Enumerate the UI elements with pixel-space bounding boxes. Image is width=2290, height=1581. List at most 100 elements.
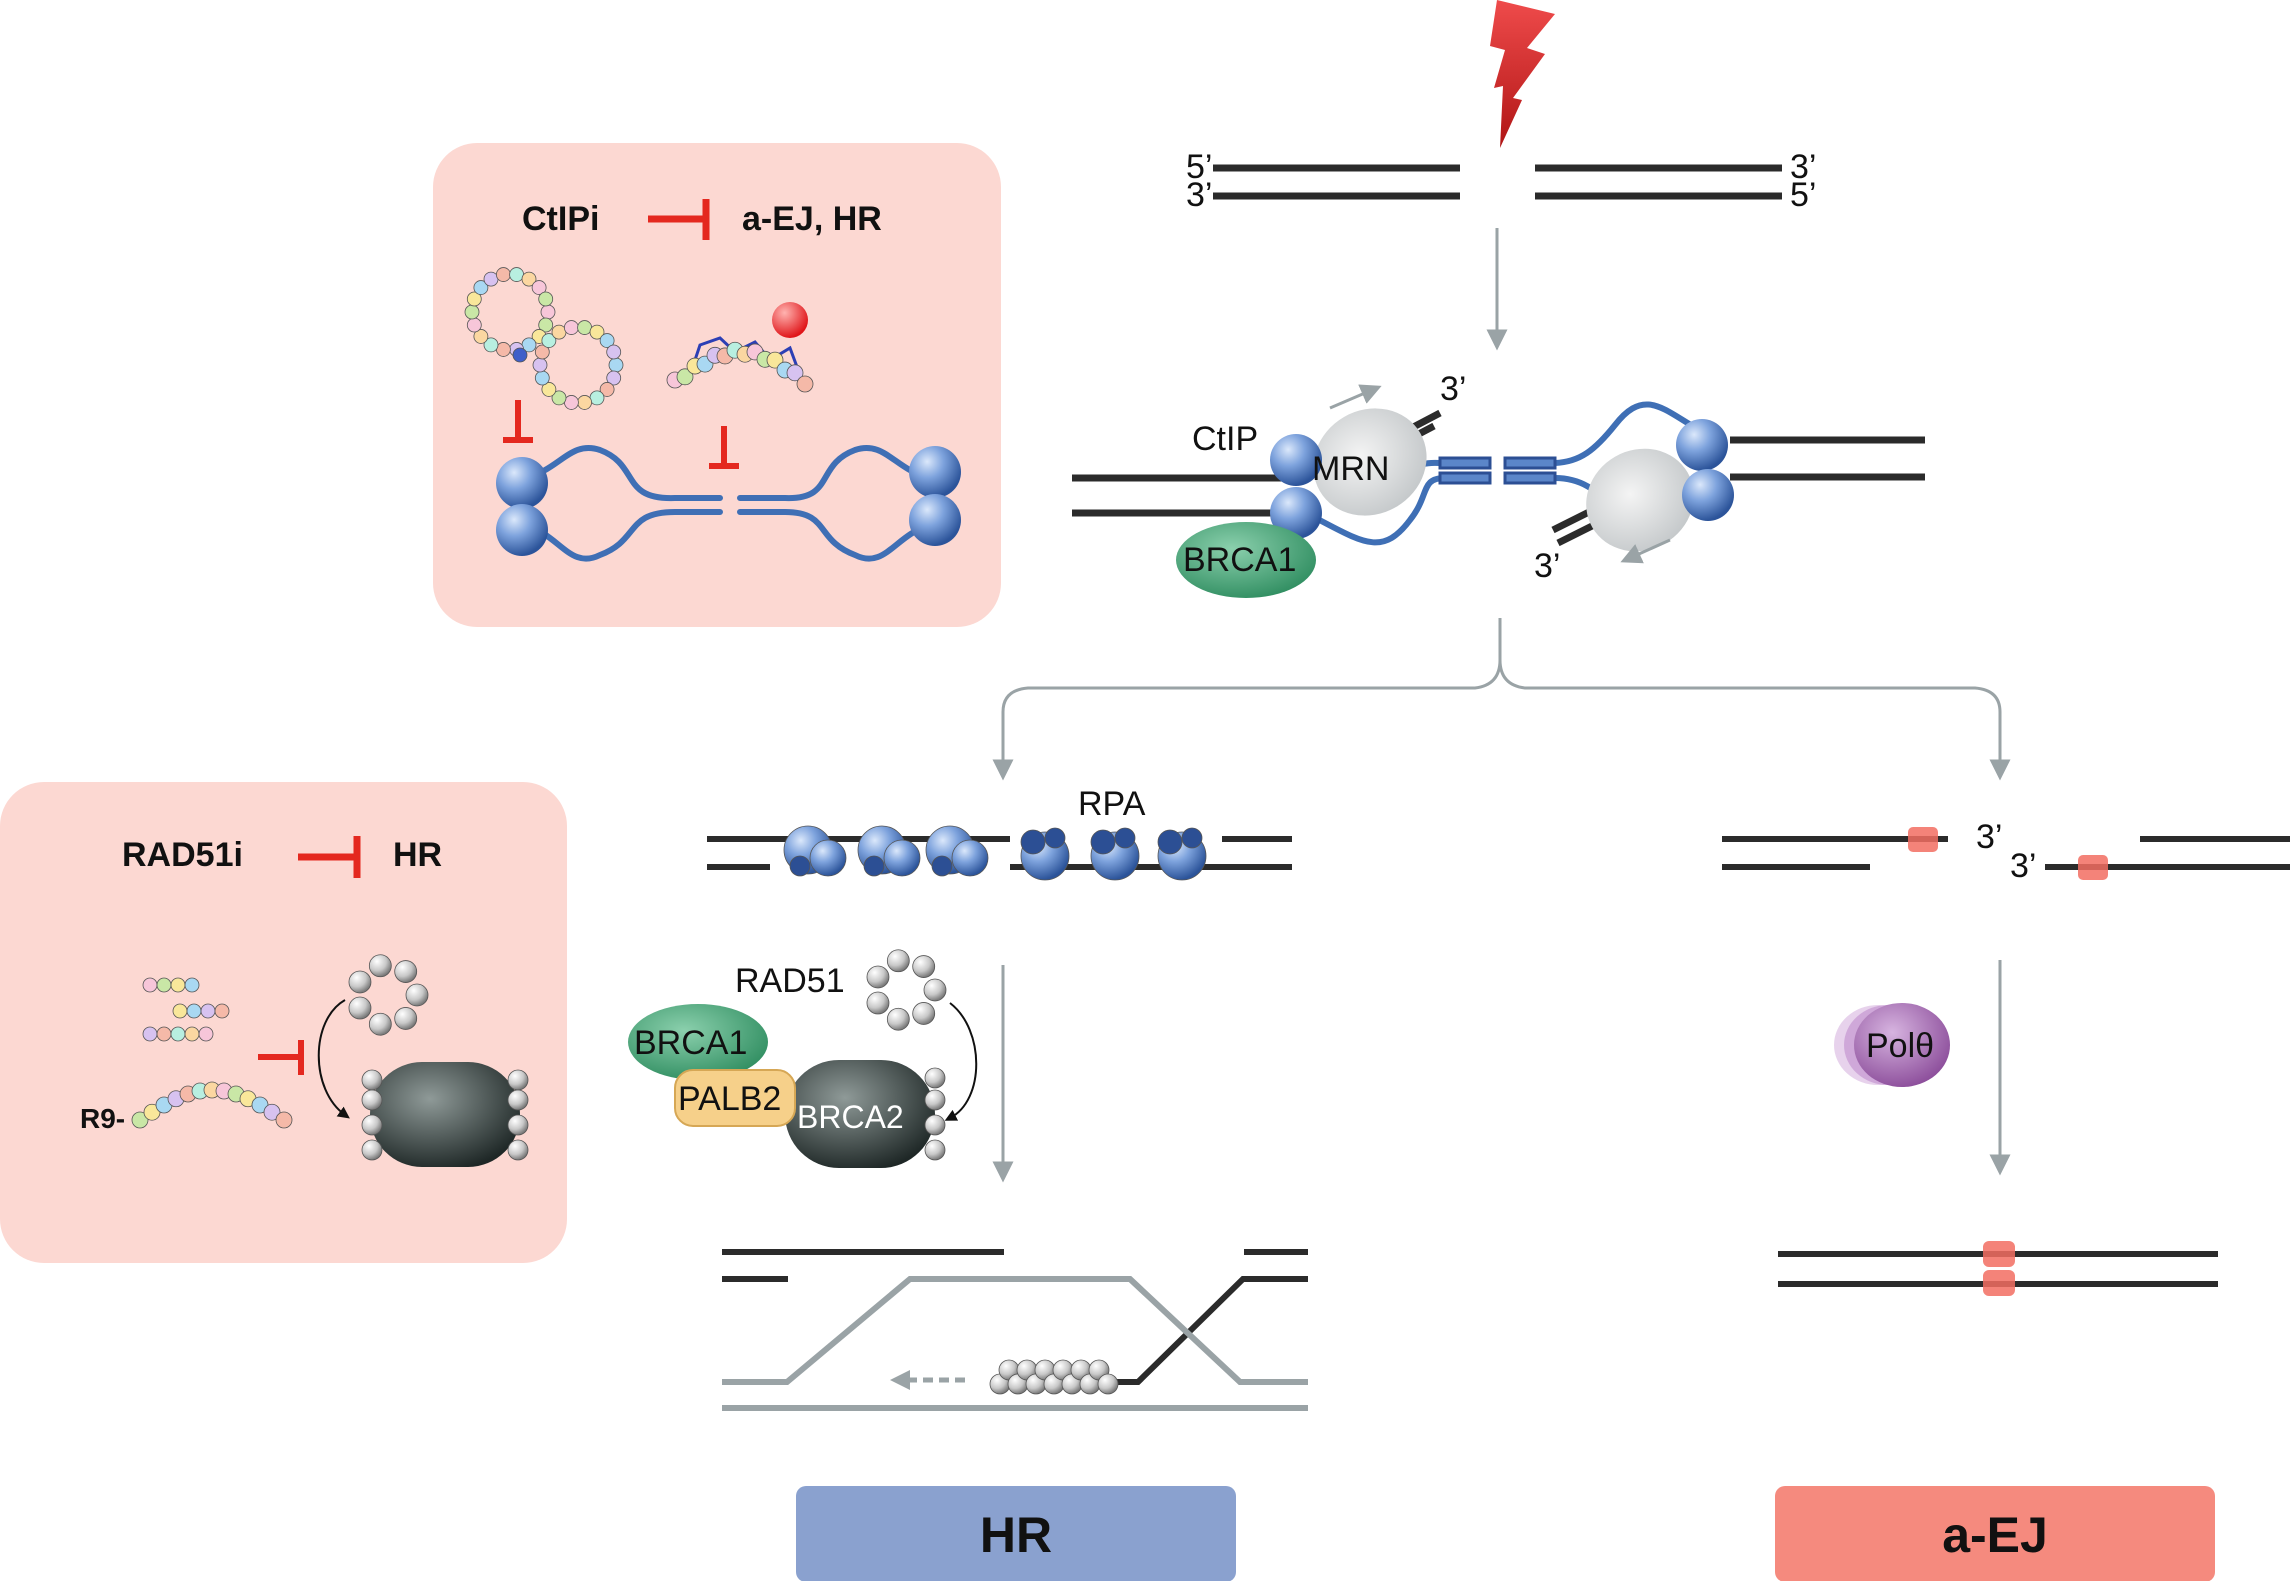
rad51-bead-icon: [361, 1069, 383, 1091]
bead-icon: [156, 1026, 172, 1042]
bead-icon: [275, 1111, 293, 1129]
nucleosome-icon: [1682, 469, 1734, 521]
bead-icon: [394, 960, 418, 983]
bead-icon: [577, 395, 592, 410]
rpa-protein-icon: [1044, 827, 1066, 849]
end-label-top-left: 5’: [1186, 148, 1212, 186]
resection-complex: [1072, 384, 1925, 598]
nucleosome-icon: [1270, 487, 1322, 539]
rad51-bead-icon: [924, 1114, 946, 1136]
bead-icon: [521, 271, 537, 287]
bead-icon: [405, 983, 429, 1007]
bead-icon: [786, 364, 804, 382]
aej-outcome-label: a-EJ: [1942, 1507, 2048, 1563]
bead-icon: [394, 1007, 418, 1030]
bead-icon: [541, 333, 557, 348]
rad51i-target-label: HR: [393, 836, 442, 874]
hr-outcome-label: HR: [980, 1507, 1052, 1563]
bead-icon: [496, 267, 511, 282]
end-label-bottom-left: 3’: [1186, 176, 1212, 214]
rpa-protein-icon: [883, 839, 921, 877]
bead-icon: [466, 317, 482, 333]
bead-icon: [142, 977, 158, 993]
nucleosome-icon: [496, 457, 548, 509]
bead-icon: [866, 965, 890, 989]
rad51i-label: RAD51i: [122, 836, 243, 874]
bead-icon: [368, 954, 392, 978]
hr-rpa-step: [707, 825, 1292, 881]
broken-dna: [1213, 164, 1782, 200]
inhibition-symbol: [648, 199, 710, 240]
bead-icon: [608, 357, 624, 373]
brca1-label: BRCA1: [1183, 541, 1296, 579]
ctipi-label: CtIPi: [522, 200, 599, 238]
bead-icon: [172, 1003, 188, 1019]
rpa-protein-icon: [1090, 829, 1116, 855]
bead-icon: [348, 996, 372, 1020]
rad51i-panel-background: [0, 782, 567, 1263]
bead-icon: [368, 1012, 392, 1036]
bead-icon: [156, 977, 172, 993]
palb2-protein-icon: [674, 1069, 796, 1127]
bead-icon: [540, 304, 556, 320]
aej-end-label-top: 3’: [1976, 818, 2002, 856]
nucleosome-icon: [496, 504, 548, 556]
bead-icon: [186, 1003, 202, 1019]
rad51-bead-icon: [361, 1114, 383, 1136]
bead-icon: [577, 320, 592, 335]
rad51-bead-icon: [507, 1069, 529, 1091]
stapled-peptide-inhibitor-icon: [666, 336, 814, 393]
bead-icon: [589, 390, 605, 406]
rad51-bead-icon: [1097, 1373, 1119, 1395]
bead-icon: [564, 320, 579, 335]
bead-icon: [606, 344, 622, 360]
brca2-protein-icon: [370, 1062, 520, 1167]
aej-outcome-box: [1775, 1486, 2215, 1581]
bead-icon: [866, 991, 890, 1015]
rad51-ring-icon: [348, 954, 429, 1036]
rad51-bead-icon: [507, 1139, 529, 1161]
bead-icon: [496, 342, 511, 357]
bead-icon: [509, 267, 524, 282]
bead-icon: [263, 1103, 281, 1121]
lightning-bolt-icon: [1490, 0, 1555, 148]
bead-icon: [534, 370, 550, 386]
rpa-protein-icon: [1114, 827, 1136, 849]
microhomology-icon: [1908, 827, 1938, 852]
bead-icon: [184, 977, 200, 993]
brca2-protein-icon: [785, 1060, 935, 1168]
rad51-bead-icon: [361, 1089, 383, 1111]
rad51-label: RAD51: [735, 962, 845, 1000]
bead-icon: [348, 970, 372, 994]
rad51-bead-icon: [924, 1089, 946, 1111]
bead-icon: [473, 329, 489, 344]
bead-icon: [483, 271, 499, 287]
inhibition-symbol: [503, 400, 739, 469]
bead-icon: [766, 351, 784, 369]
palb2-label: PALB2: [678, 1080, 781, 1118]
overhang-label-bottom: 3’: [1534, 547, 1560, 585]
rpa-protein-icon: [809, 839, 847, 877]
bead-icon: [473, 280, 489, 295]
ctipi-panel: CtIPi a-EJ, HR: [433, 143, 1001, 627]
bead-icon: [184, 1026, 200, 1042]
mrn-label: MRN: [1312, 450, 1389, 488]
bead-icon: [170, 977, 186, 993]
macrocycle-inhibitor-icon: [464, 267, 624, 410]
bead-icon: [534, 344, 550, 360]
bead-icon: [551, 390, 567, 406]
bead-icon: [512, 347, 528, 363]
rpa-protein-icon: [863, 855, 885, 877]
nucleosome-icon: [1676, 419, 1728, 471]
bead-icon: [531, 280, 547, 295]
microhomology-icon: [2078, 855, 2108, 880]
small-molecule-inhibitor-icon: [131, 977, 293, 1129]
nucleosome-icon: [909, 446, 961, 498]
rad51-bead-icon: [507, 1089, 529, 1111]
bead-icon: [796, 375, 814, 393]
inhibition-symbol: [298, 836, 361, 878]
rad51-ring-icon: [866, 949, 947, 1031]
aej-end-label-bottom: 3’: [2010, 847, 2036, 885]
resection-dna-icon: [522, 445, 933, 562]
